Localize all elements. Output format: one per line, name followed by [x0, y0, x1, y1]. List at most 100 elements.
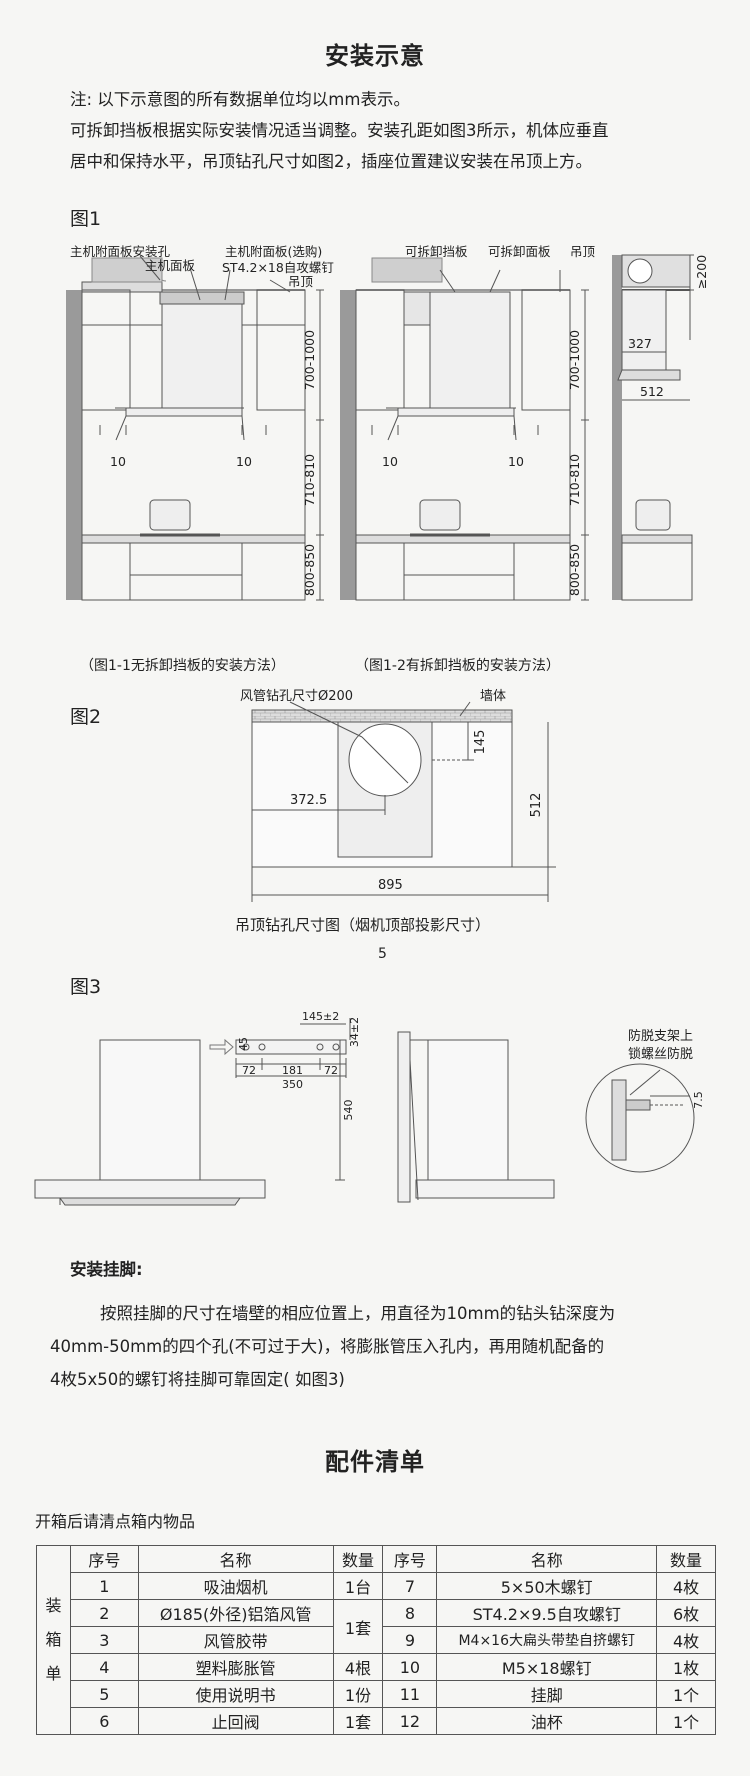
fig3-dim-72a: 72 [242, 1064, 256, 1077]
table-cell: 8 [382, 1599, 438, 1627]
table-cell: 1枚 [656, 1653, 716, 1681]
table-cell: M4×16大扁头带垫自挤螺钉 [436, 1626, 658, 1654]
table-cell: 油杯 [436, 1707, 658, 1735]
fig1c-dim-w2: 512 [640, 384, 664, 399]
fig1c-dim-w1: 327 [628, 336, 652, 351]
fig1a-callout-aux-panel: 主机附面板(选购) [225, 244, 322, 259]
fig1-label: 图1 [70, 208, 102, 230]
table-cell: 1套 [332, 1707, 384, 1735]
fig1b-dim-top: 700-1000 [567, 330, 582, 390]
hanging-title: 安装挂脚: [70, 1260, 143, 1279]
table-row: 4 塑料膨胀管 4根 10 M5×18螺钉 1枚 [37, 1653, 716, 1681]
table-cell: 塑料膨胀管 [137, 1653, 334, 1681]
table-row: 2 Ø185(外径)铝箔风管 1套 8 ST4.2×9.5自攻螺钉 6枚 [37, 1599, 716, 1654]
table-cell: 6 [69, 1707, 139, 1735]
table-row: 6 止回阀 1套 12 油杯 1个 [37, 1707, 716, 1735]
fig3-dim-540: 540 [342, 1100, 355, 1121]
table-cell: 1个 [656, 1680, 716, 1708]
hanging-line1: 按照挂脚的尺寸在墙壁的相应位置上，用直径为10mm的钻头钻深度为 [100, 1304, 616, 1323]
table-cell: 挂脚 [436, 1680, 658, 1708]
fig3-label: 图3 [70, 976, 102, 998]
fig3-dim-350: 350 [282, 1078, 303, 1091]
table-cell: 5×50木螺钉 [436, 1572, 658, 1600]
side-char: 箱 [45, 1630, 62, 1649]
table-cell: 4 [69, 1653, 139, 1681]
table-cell: 风管胶带 [137, 1626, 334, 1654]
table-cell: 4根 [332, 1653, 384, 1681]
fig1b-dim-mid: 710-810 [567, 454, 582, 506]
table-cell: 4枚 [656, 1626, 716, 1654]
table-cell: 2 [69, 1599, 139, 1627]
fig1b-callout-removable-baffle: 可拆卸挡板 [405, 244, 468, 259]
fig3-dim-181: 181 [282, 1064, 303, 1077]
table-cell: 7 [382, 1572, 438, 1600]
table-cell: 5 [69, 1680, 139, 1708]
fig2-caption: 吊顶钻孔尺寸图（烟机顶部投影尺寸） [235, 916, 490, 934]
fig1a-callout-ceiling: 吊顶 [288, 274, 314, 289]
fig2-dim-145: 145 [473, 730, 488, 755]
table-cell: 3 [69, 1626, 139, 1654]
table-cell: 1台 [332, 1572, 384, 1600]
fig2-dim-895: 895 [378, 878, 403, 893]
fig2-hole-label: 风管钻孔尺寸Ø200 [240, 689, 353, 704]
table-row: 1 吸油烟机 1台 7 5×50木螺钉 4枚 [37, 1572, 716, 1600]
table-cell: 11 [382, 1680, 438, 1708]
fig1a-dim-mid: 710-810 [302, 454, 317, 506]
fig2-label: 图2 [70, 706, 102, 728]
fig3-dim-72b: 72 [324, 1064, 338, 1077]
figure-2-diagram: 风管钻孔尺寸Ø200 墙体 145 372.5 512 895 吊顶钻孔尺寸图（… [235, 689, 556, 962]
figure-1-diagram: 主机附面板安装孔 主机面板 主机附面板(选购) ST4.2×18自攻螺钉 吊顶 … [66, 244, 709, 674]
table-cell: 使用说明书 [137, 1680, 334, 1708]
table-cell: 6枚 [656, 1599, 716, 1627]
side-label: 装 箱 单 [36, 1545, 71, 1735]
fig1b-callout-removable-panel: 可拆卸面板 [488, 244, 551, 259]
fig3-note-line1: 防脱支架上 [628, 1028, 693, 1044]
hanging-line2: 40mm-50mm的四个孔(不可过于大)，将膨胀管压入孔内，再用随机配备的 [50, 1337, 605, 1356]
fig1b-gap-left: 10 [382, 454, 398, 469]
header-cell: 名称 [137, 1545, 334, 1573]
table-cell: 1套 [332, 1599, 384, 1654]
install-title: 安装示意 [325, 42, 425, 70]
figure-3-diagram: 145±2 34±2 45 72 181 72 350 540 7.5 防脱支架… [34, 1010, 705, 1206]
fig1a-dim-top: 700-1000 [302, 330, 317, 390]
fig1a-caption: （图1-1无拆卸挡板的安装方法） [80, 658, 285, 674]
fig1a-gap-right: 10 [236, 454, 252, 469]
install-desc-line1: 可拆卸挡板根据实际安装情况适当调整。安装孔距如图3所示，机体应垂直 [70, 121, 609, 140]
parts-subtitle: 开箱后请清点箱内物品 [35, 1512, 196, 1531]
fig3-dim-34: 34±2 [348, 1017, 361, 1047]
table-header-row: 装 箱 单 序号 名称 数量 序号 名称 数量 [36, 1545, 716, 1735]
table-cell: M5×18螺钉 [436, 1653, 658, 1681]
table-row: 5 使用说明书 1份 11 挂脚 1个 [37, 1680, 716, 1708]
header-cell: 序号 [382, 1545, 438, 1573]
table-cell: 吸油烟机 [137, 1572, 334, 1600]
fig3-dim-145: 145±2 [302, 1010, 339, 1023]
header-cell: 数量 [332, 1545, 384, 1573]
install-desc-line2: 居中和保持水平，吊顶钻孔尺寸如图2，插座位置建议安装在吊顶上方。 [70, 152, 592, 171]
fig1b-gap-right: 10 [508, 454, 524, 469]
header-cell: 名称 [436, 1545, 658, 1573]
header-cell: 序号 [69, 1545, 139, 1573]
fig2-dim-3725: 372.5 [290, 793, 327, 808]
table-cell: 止回阀 [137, 1707, 334, 1735]
header-cell: 数量 [656, 1545, 716, 1573]
fig1a-dim-bot: 800-850 [302, 544, 317, 596]
fig1a-gap-left: 10 [110, 454, 126, 469]
parts-table: 装 箱 单 序号 名称 数量 序号 名称 数量 1 吸油烟机 1台 7 5×50… [36, 1545, 716, 1735]
fig3-dim-75: 7.5 [692, 1091, 705, 1109]
hanging-line3: 4枚5x50的螺钉将挂脚可靠固定( 如图3) [50, 1370, 345, 1389]
side-char: 装 [45, 1596, 62, 1615]
table-cell: 10 [382, 1653, 438, 1681]
fig1a-callout-screw: ST4.2×18自攻螺钉 [222, 260, 334, 275]
side-char: 单 [45, 1664, 62, 1683]
install-note: 注: 以下示意图的所有数据单位均以mm表示。 [70, 90, 410, 109]
table-cell: ST4.2×9.5自攻螺钉 [436, 1599, 658, 1627]
table-cell: 1个 [656, 1707, 716, 1735]
table-cell: 12 [382, 1707, 438, 1735]
fig1b-dim-bot: 800-850 [567, 544, 582, 596]
table-cell: 9 [382, 1626, 438, 1654]
fig3-dim-45: 45 [237, 1037, 250, 1051]
parts-title: 配件清单 [325, 1448, 425, 1476]
table-cell: 4枚 [656, 1572, 716, 1600]
fig2-dim-512: 512 [529, 793, 544, 818]
fig1c-dim-height: ≥200 [694, 255, 709, 289]
